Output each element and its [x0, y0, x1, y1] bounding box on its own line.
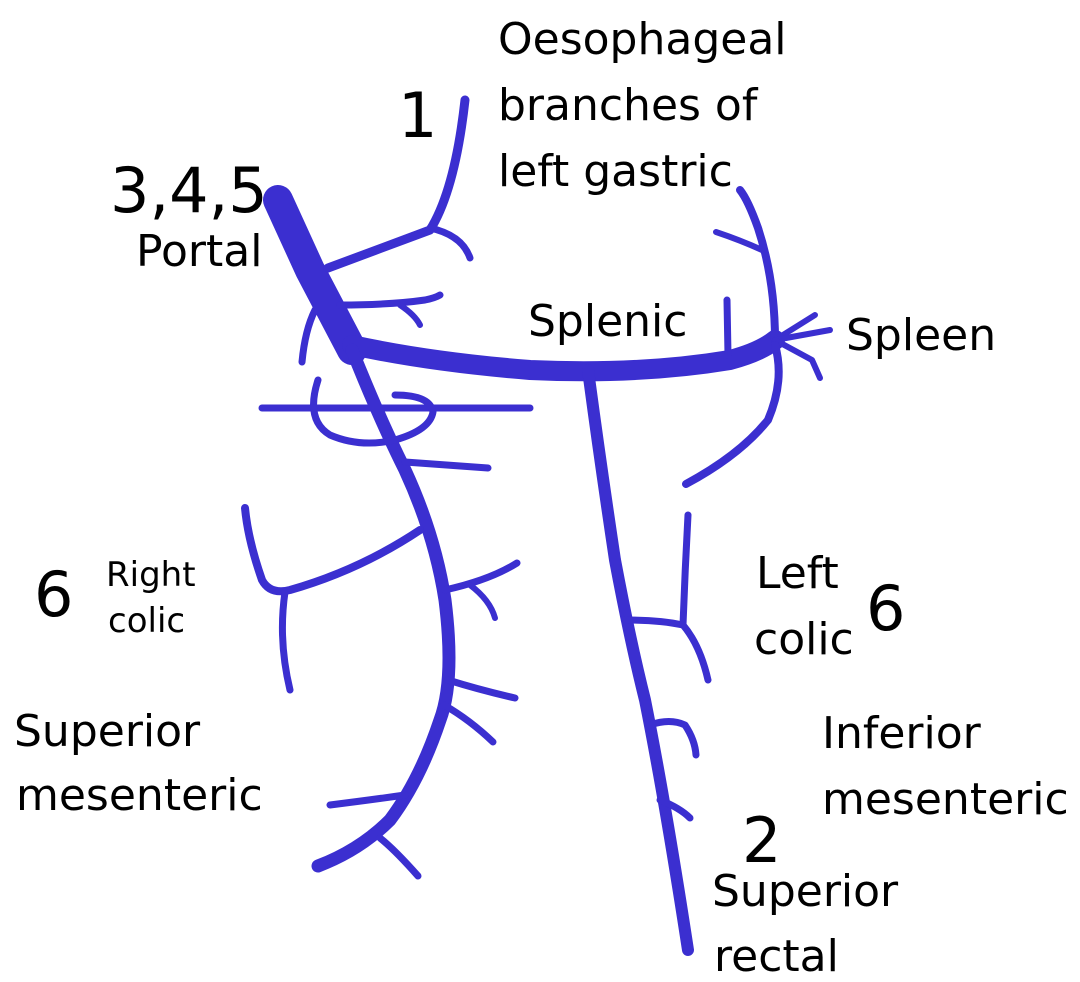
- right-colic-label-line2: colic: [108, 604, 185, 638]
- left-colic-branch: [683, 515, 688, 625]
- inferior-mesenteric-vein: [588, 370, 688, 950]
- oesophageal-label-line1: Oesophageal: [498, 18, 787, 62]
- smv-branch-lower: [405, 462, 488, 468]
- smv-branch-2: [448, 680, 515, 698]
- smv-branch-5: [380, 838, 418, 876]
- inferior-mesenteric-label-line1: Inferior: [822, 712, 981, 756]
- splenic-label: Splenic: [528, 300, 687, 344]
- site-6-right-label: 6: [866, 578, 905, 640]
- superior-rectal-label-line2: rectal: [714, 935, 839, 979]
- portal-label: Portal: [136, 230, 262, 274]
- oesophageal-label-line2: branches of: [498, 84, 757, 128]
- spleen-branch-up2: [716, 232, 762, 250]
- portal-branch-b: [400, 305, 420, 325]
- site-6-left-label: 6: [34, 564, 73, 626]
- smv-branch-1: [445, 563, 517, 590]
- right-colic-vein: [245, 508, 420, 591]
- portal-branch-a: [340, 295, 440, 305]
- left-gastric-vein: [328, 100, 465, 268]
- splenic-branch: [727, 300, 728, 355]
- right-colic-branch: [282, 592, 290, 690]
- portal-branch-c: [302, 310, 315, 362]
- oesophageal-branch: [430, 228, 470, 258]
- portal-vein: [278, 200, 352, 350]
- spleen-branch-up: [740, 190, 775, 340]
- site-2-label: 2: [742, 810, 781, 872]
- spleen-label: Spleen: [846, 314, 996, 358]
- smv-branch-1b: [470, 585, 495, 618]
- superior-mesenteric-label-line2: mesenteric: [16, 774, 263, 818]
- oesophageal-label-line3: left gastric: [498, 150, 733, 194]
- inferior-mesenteric-label-line2: mesenteric: [822, 778, 1069, 822]
- left-colic-label-line1: Left: [756, 552, 839, 596]
- site-345-label: 3,4,5: [110, 160, 268, 222]
- superior-mesenteric-label-line1: Superior: [14, 710, 200, 754]
- smv-branch-3: [444, 705, 493, 742]
- right-colic-label-line1: Right: [106, 558, 196, 592]
- site-1-label: 1: [398, 85, 437, 147]
- left-colic-label-line2: colic: [754, 618, 854, 662]
- superior-rectal-label-line1: Superior: [712, 870, 898, 914]
- superior-mesenteric-vein: [318, 350, 449, 866]
